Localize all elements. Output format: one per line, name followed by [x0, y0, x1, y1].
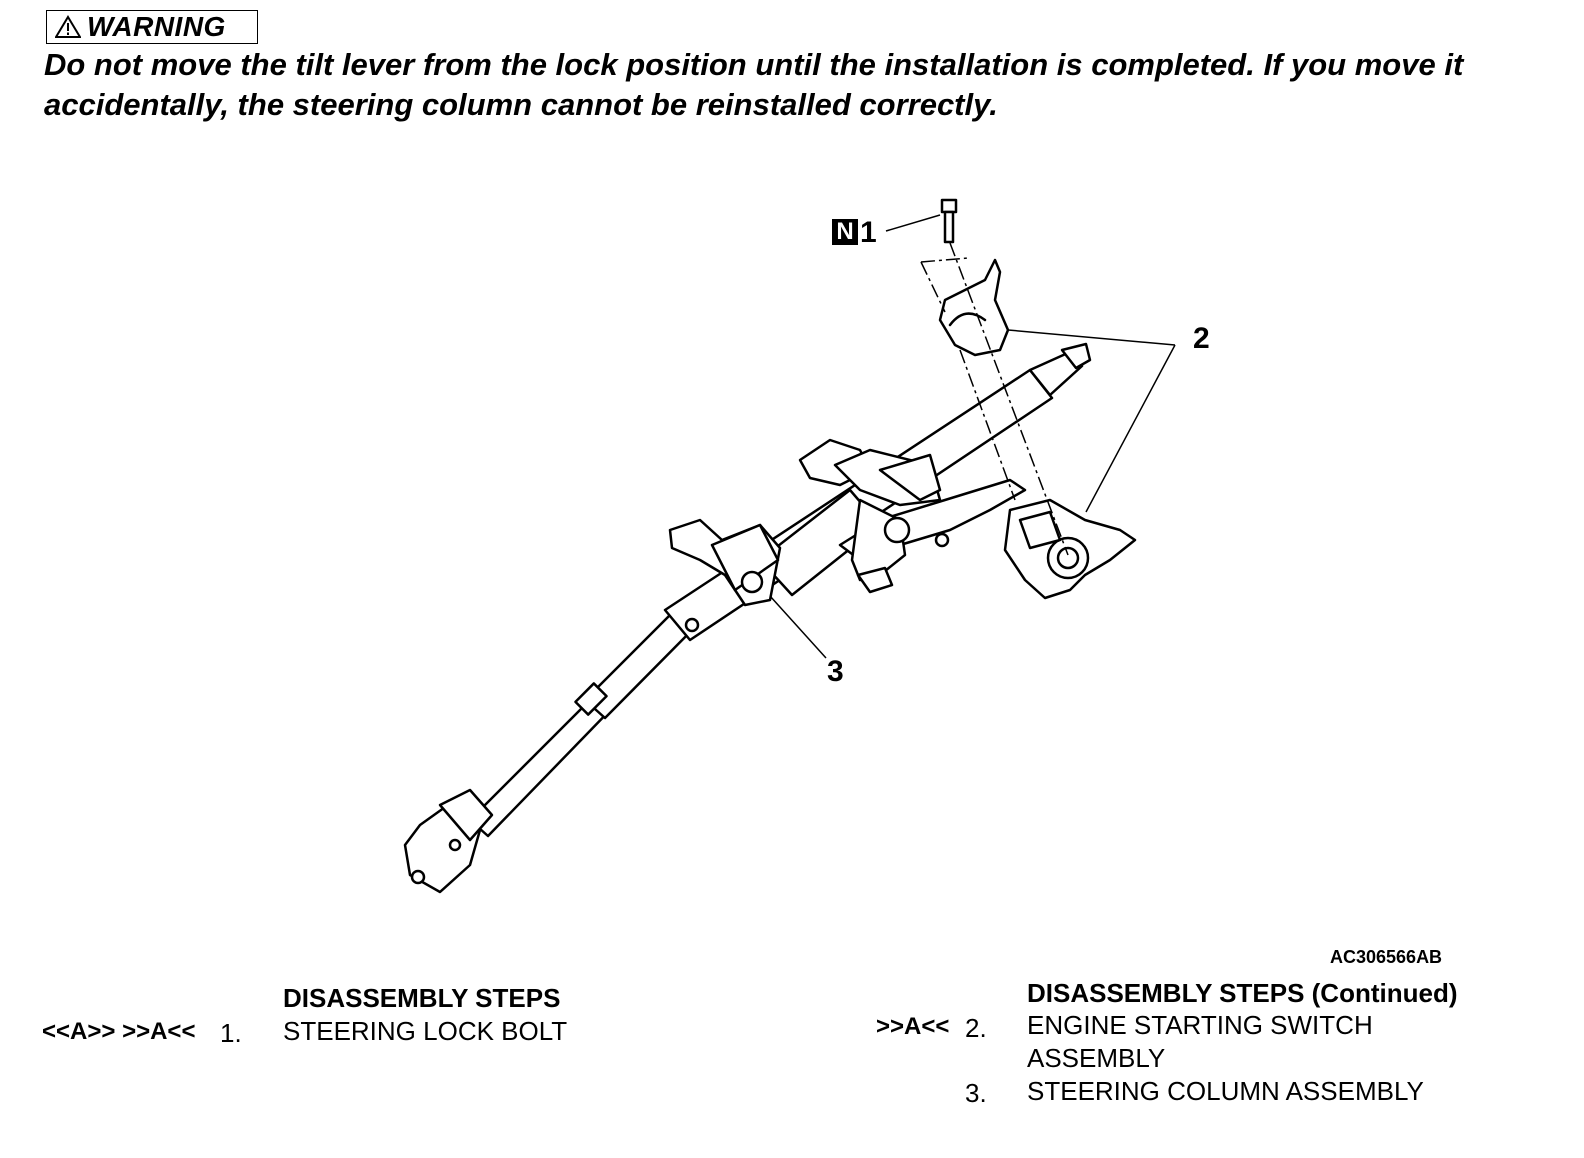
warning-triangle-icon: [55, 15, 81, 38]
warning-box: WARNING: [46, 10, 258, 44]
callout-3: 3: [827, 655, 844, 688]
steps-heading-left: DISASSEMBLY STEPS: [283, 983, 561, 1013]
step-1-marks: <<A>> >>A<<: [42, 1018, 196, 1045]
step-2-number: 2.: [965, 1013, 987, 1043]
step-2-marks: >>A<<: [876, 1013, 950, 1040]
step-3-text: STEERING COLUMN ASSEMBLY: [1027, 1076, 1424, 1106]
step-3-number: 3.: [965, 1078, 987, 1108]
warning-title: WARNING: [87, 11, 226, 42]
callout-2: 2: [1193, 322, 1210, 355]
steps-heading-right: DISASSEMBLY STEPS (Continued): [1027, 978, 1458, 1008]
warning-text: Do not move the tilt lever from the lock…: [44, 47, 1464, 122]
callout-1: 1: [860, 216, 877, 249]
figure-code: AC306566AB: [1330, 947, 1443, 967]
new-part-marker: N: [832, 218, 858, 245]
step-1-number: 1.: [220, 1018, 242, 1048]
step-2-text: ENGINE STARTING SWITCH ASSEMBLY: [1027, 1010, 1373, 1073]
step-1-text: STEERING LOCK BOLT: [283, 1016, 568, 1046]
